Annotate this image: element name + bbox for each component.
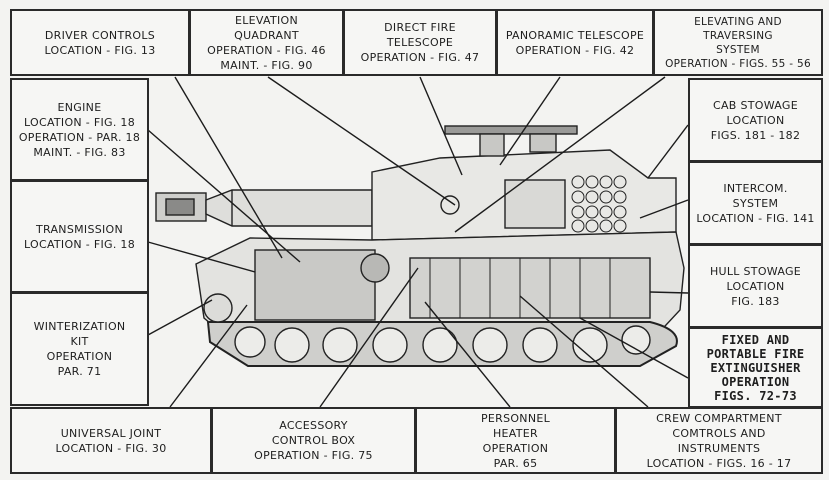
callout-elevating-traversing: ELEVATING AND TRAVERSING SYSTEM OPERATIO… bbox=[653, 9, 823, 76]
callout-line: ELEVATION bbox=[234, 13, 299, 27]
callout-direct-fire-telescope: DIRECT FIRE TELESCOPE OPERATION - FIG. 4… bbox=[343, 9, 497, 76]
callout-line: COMTROLS AND bbox=[672, 426, 766, 440]
callout-line: MAINT. - FIG. 83 bbox=[33, 145, 126, 159]
callout-line: QUADRANT bbox=[234, 28, 299, 42]
callout-line: OPERATION - FIG. 47 bbox=[360, 51, 480, 64]
callout-line: PERSONNEL bbox=[480, 411, 551, 425]
callout-line: OPERATION bbox=[721, 374, 790, 389]
callout-line: OPERATION - PAR. 18 bbox=[18, 130, 141, 144]
callout-line: OPERATION bbox=[482, 441, 549, 455]
callout-line: LOCATION bbox=[726, 113, 785, 127]
callout-accessory-control-box: ACCESSORY CONTROL BOX OPERATION - FIG. 7… bbox=[211, 407, 416, 474]
callout-line: CREW COMPARTMENT bbox=[656, 411, 782, 425]
callout-personnel-heater: PERSONNEL HEATER OPERATION PAR. 65 bbox=[415, 407, 616, 474]
callout-line: CAB STOWAGE bbox=[713, 98, 798, 112]
machine-gun bbox=[444, 125, 578, 135]
callout-line: DIRECT FIRE bbox=[384, 21, 456, 34]
callout-line: TELESCOPE bbox=[386, 36, 454, 49]
callout-line: FIGS. 72-73 bbox=[714, 388, 797, 403]
callout-line: ENGINE bbox=[57, 100, 102, 114]
callout-line: LOCATION - FIGS. 16 - 17 bbox=[646, 456, 792, 470]
callout-line: PANORAMIC TELESCOPE bbox=[505, 28, 645, 42]
callout-line: LOCATION - FIG. 18 bbox=[23, 115, 136, 129]
callout-universal-joint: UNIVERSAL JOINT LOCATION - FIG. 30 bbox=[10, 407, 212, 474]
callout-cab-stowage: CAB STOWAGE LOCATION FIGS. 181 - 182 bbox=[688, 78, 823, 162]
callout-line: LOCATION - FIG. 30 bbox=[55, 441, 167, 455]
callout-line: SYSTEM bbox=[716, 43, 760, 56]
callout-line: MAINT. - FIG. 90 bbox=[220, 58, 313, 72]
callout-winterization: WINTERIZATION KIT OPERATION PAR. 71 bbox=[10, 292, 149, 406]
callout-line: OPERATION bbox=[46, 350, 113, 363]
callout-line: INTERCOM. bbox=[723, 181, 788, 195]
callout-line: FIXED AND bbox=[721, 332, 790, 347]
callout-line: EXTINGUISHER bbox=[710, 360, 801, 375]
callout-line: TRANSMISSION bbox=[35, 222, 124, 236]
leader-lines bbox=[147, 76, 689, 408]
callout-line: PAR. 71 bbox=[57, 365, 102, 378]
callout-line: FIGS. 181 - 182 bbox=[710, 128, 801, 142]
callout-line: OPERATION - FIGS. 55 - 56 bbox=[665, 57, 811, 70]
callout-engine: ENGINE LOCATION - FIG. 18 OPERATION - PA… bbox=[10, 78, 149, 181]
callout-elevation-quadrant: ELEVATION QUADRANT OPERATION - FIG. 46 M… bbox=[189, 9, 344, 76]
callout-line: CONTROL BOX bbox=[271, 434, 356, 447]
callout-line: KIT bbox=[70, 335, 89, 348]
callout-line: SYSTEM bbox=[732, 196, 779, 210]
callout-line: WINTERIZATION bbox=[33, 320, 126, 333]
callout-line: OPERATION - FIG. 42 bbox=[515, 43, 635, 57]
gun-barrel bbox=[205, 189, 373, 227]
callout-line: PAR. 65 bbox=[493, 456, 538, 470]
callout-line: PORTABLE FIRE bbox=[706, 346, 805, 361]
road-wheels bbox=[234, 325, 651, 363]
callout-line: UNIVERSAL JOINT bbox=[60, 426, 162, 440]
callout-line: LOCATION - FIG. 141 bbox=[696, 211, 815, 225]
callout-line: DRIVER CONTROLS bbox=[44, 28, 156, 42]
drive-sprocket bbox=[203, 293, 233, 323]
callout-hull-stowage: HULL STOWAGE LOCATION FIG. 183 bbox=[688, 244, 823, 328]
muzzle-brake bbox=[155, 192, 207, 222]
callout-line: TRAVERSING bbox=[703, 29, 773, 42]
callout-line: LOCATION - FIG. 18 bbox=[23, 237, 136, 251]
callout-line: FIG. 183 bbox=[731, 294, 780, 308]
callout-line: INSTRUMENTS bbox=[677, 441, 761, 455]
callout-driver-controls: DRIVER CONTROLS LOCATION - FIG. 13 bbox=[10, 9, 190, 76]
callout-crew-compartment: CREW COMPARTMENT COMTROLS AND INSTRUMENT… bbox=[615, 407, 823, 474]
callout-intercom: INTERCOM. SYSTEM LOCATION - FIG. 141 bbox=[688, 161, 823, 245]
callout-line: ELEVATING AND bbox=[694, 15, 782, 28]
ammo-rack bbox=[571, 175, 627, 233]
callout-line: OPERATION - FIG. 75 bbox=[254, 449, 373, 462]
trunnion bbox=[440, 195, 460, 215]
callout-line: HEATER bbox=[492, 426, 538, 440]
callout-line: LOCATION bbox=[726, 279, 785, 293]
callout-line: LOCATION - FIG. 13 bbox=[44, 43, 156, 57]
callout-line: ACCESSORY bbox=[279, 419, 348, 432]
callout-line: OPERATION - FIG. 46 bbox=[207, 43, 326, 57]
callout-transmission: TRANSMISSION LOCATION - FIG. 18 bbox=[10, 180, 149, 293]
callout-line: HULL STOWAGE bbox=[709, 264, 802, 278]
callout-panoramic-telescope: PANORAMIC TELESCOPE OPERATION - FIG. 42 bbox=[496, 9, 654, 76]
callout-fire-extinguisher: FIXED AND PORTABLE FIRE EXTINGUISHER OPE… bbox=[688, 327, 823, 408]
